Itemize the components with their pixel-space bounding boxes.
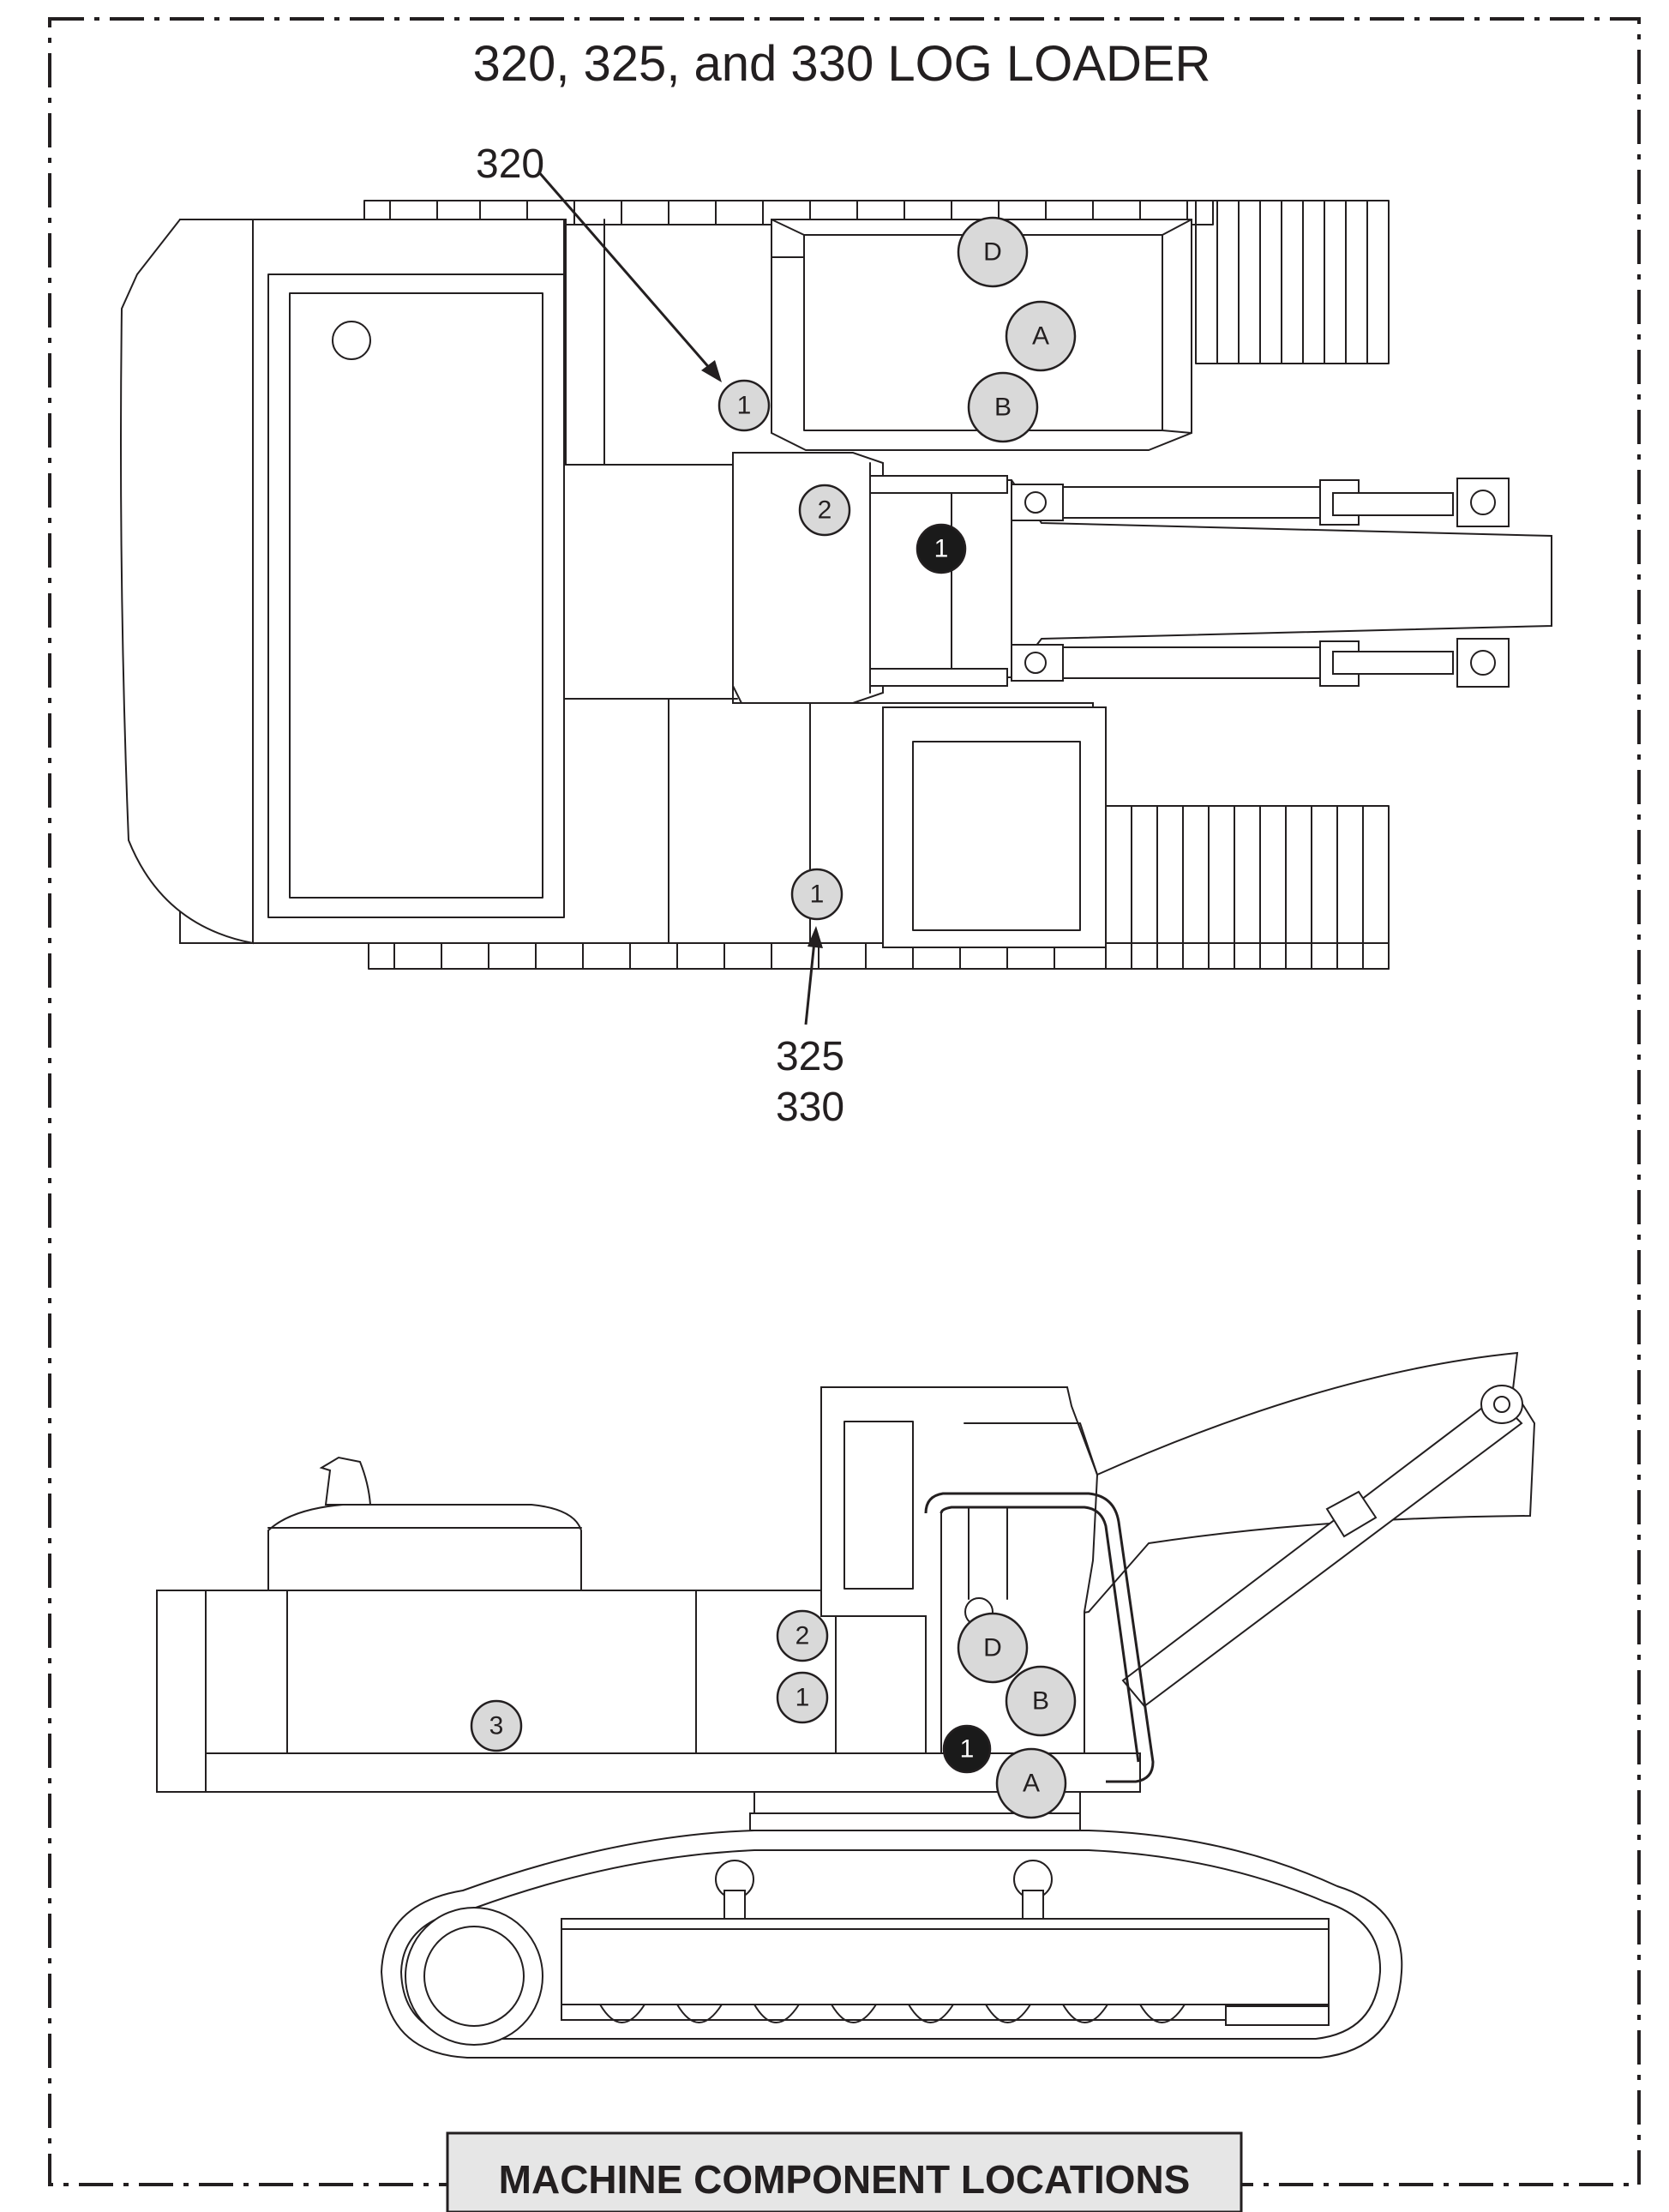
pointer-320 xyxy=(537,171,722,382)
top-view-machine xyxy=(120,200,1552,970)
callout-side-d: D xyxy=(957,1612,1029,1684)
svg-text:1: 1 xyxy=(737,392,752,420)
svg-text:B: B xyxy=(1032,1687,1049,1716)
callout-top-1-left: 1 xyxy=(717,379,771,432)
svg-text:2: 2 xyxy=(818,496,832,525)
callout-top-d: D xyxy=(957,216,1029,288)
svg-text:3: 3 xyxy=(489,1712,504,1740)
callout-top-b: B xyxy=(967,371,1039,443)
model-label-325: 325 xyxy=(776,1034,844,1079)
callout-side-2: 2 xyxy=(776,1609,829,1662)
callout-side-a: A xyxy=(995,1747,1067,1819)
svg-text:1: 1 xyxy=(934,535,949,563)
svg-text:B: B xyxy=(994,394,1012,422)
callout-top-1-black: 1 xyxy=(916,523,967,574)
model-label-320: 320 xyxy=(476,141,544,187)
pointer-325-330 xyxy=(804,926,823,1025)
svg-text:D: D xyxy=(983,1634,1002,1662)
callout-side-3: 3 xyxy=(470,1699,523,1752)
svg-text:A: A xyxy=(1023,1770,1040,1798)
svg-text:D: D xyxy=(983,238,1002,267)
svg-text:A: A xyxy=(1032,322,1049,351)
callout-side-1: 1 xyxy=(776,1671,829,1724)
callout-side-b: B xyxy=(1005,1665,1077,1737)
drawing-title: 320, 325, and 330 LOG LOADER xyxy=(473,36,1211,92)
svg-text:2: 2 xyxy=(795,1622,810,1650)
svg-text:1: 1 xyxy=(810,881,825,909)
side-view-machine xyxy=(156,1351,1536,2059)
footer-title-box: MACHINE COMPONENT LOCATIONS xyxy=(446,2131,1243,2212)
callout-side-1-black: 1 xyxy=(942,1724,992,1774)
model-label-330: 330 xyxy=(776,1085,844,1130)
callout-top-2: 2 xyxy=(798,484,851,537)
svg-text:1: 1 xyxy=(795,1684,810,1712)
callout-top-1-bottom: 1 xyxy=(790,868,844,921)
svg-text:1: 1 xyxy=(960,1735,975,1764)
footer-label: MACHINE COMPONENT LOCATIONS xyxy=(499,2157,1191,2202)
callout-top-a: A xyxy=(1005,300,1077,372)
